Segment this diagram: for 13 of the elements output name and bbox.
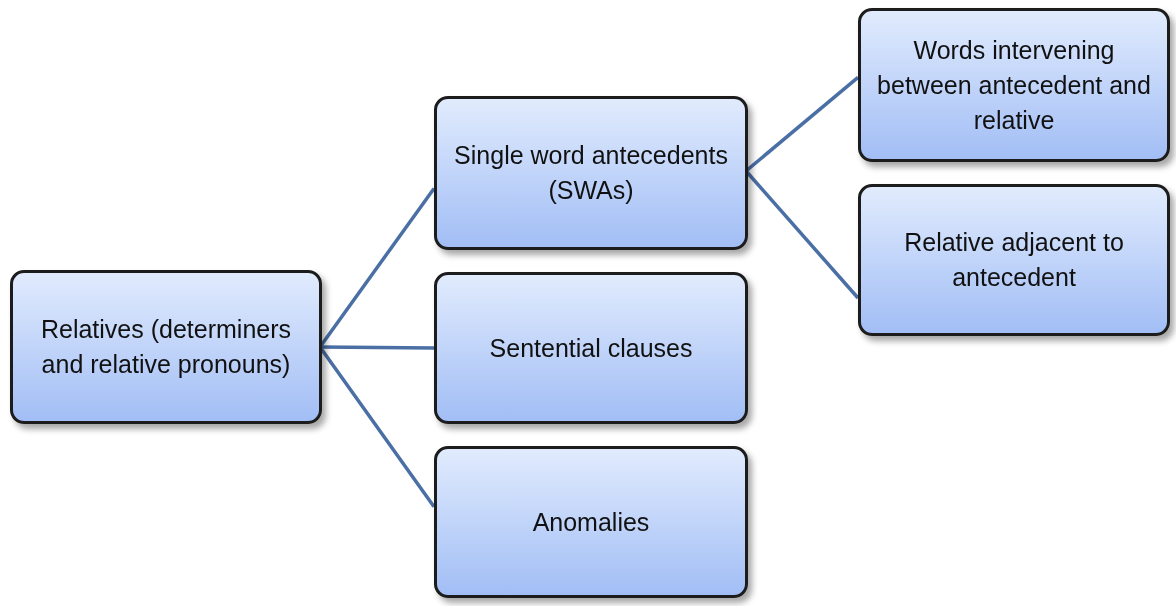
rounded-box [434,446,748,598]
rounded-box [10,270,322,424]
box-text: Single word antecedents (SWAs) [453,140,729,206]
box-text: Anomalies [532,506,650,538]
rounded-box [858,184,1170,336]
box-text: Relative adjacent to antecedent [903,227,1125,293]
rounded-box [434,96,748,250]
rounded-box [858,8,1170,162]
rounded-box [434,272,748,424]
box-text: Relatives (determiners and relative pronouns) [39,314,293,380]
box-text: Sentential clauses [489,332,693,364]
box-text: Words intervening between antecedent and relative [877,34,1151,136]
connector-line [320,345,434,350]
